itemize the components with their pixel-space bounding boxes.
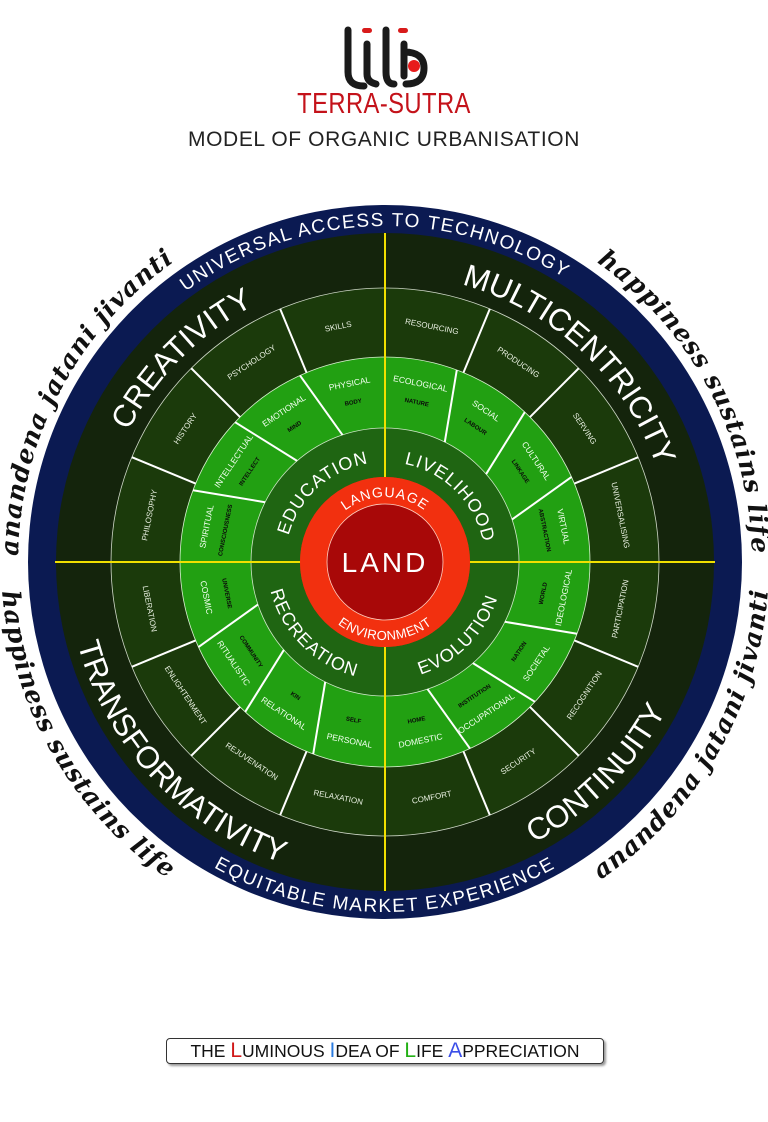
middle-segment-sublabel: BODY	[344, 398, 362, 407]
middle-segment-divider	[299, 374, 344, 436]
middle-segment-divider	[312, 681, 327, 755]
middle-segment-sublabel: WORLD	[539, 581, 549, 605]
footer-fragment: PPRECIATION	[462, 1041, 580, 1061]
outer-segment-divider	[131, 639, 196, 668]
footer-tagline: THE LUMINOUS IDEA OF LIFE APPRECIATION	[166, 1038, 604, 1064]
middle-segment-divider	[234, 421, 298, 462]
middle-segment-sublabel: HOME	[407, 716, 426, 725]
model-subtitle: MODEL OF ORGANIC URBANISATION	[188, 128, 580, 151]
middle-segment-divider	[504, 620, 578, 635]
footer-fragment: L	[230, 1039, 243, 1062]
footer-fragment: UMINOUS	[242, 1041, 330, 1061]
outer-segment-divider	[462, 308, 491, 373]
middle-segment-divider	[244, 649, 285, 713]
footer-fragment: IFE	[416, 1041, 449, 1061]
footer-fragment: DEA OF	[335, 1041, 405, 1061]
brand-title: TERRA-SUTRA	[297, 88, 471, 120]
outer-segment-divider	[131, 456, 196, 485]
lili-logo	[344, 26, 428, 90]
outer-segment-divider	[279, 751, 308, 816]
outer-segment-divider	[190, 367, 241, 418]
middle-segment-sublabel: UNIVERSE	[220, 578, 232, 609]
middle-segment-sublabel: SELF	[345, 716, 362, 725]
footer-fragment: THE	[190, 1041, 231, 1061]
dividers	[55, 233, 715, 891]
footer-fragment: I	[329, 1039, 336, 1062]
core-land-label: LAND	[342, 547, 429, 578]
middle-segment-divider	[443, 369, 458, 443]
footer-fragment: L	[404, 1039, 417, 1062]
middle-segment-divider	[485, 411, 526, 475]
outer-segment-divider	[190, 706, 241, 757]
middle-segment-divider	[426, 688, 471, 750]
middle-segment-sublabel: KIN	[289, 691, 301, 702]
outer-segment-divider	[574, 639, 639, 668]
outer-segment-divider	[279, 308, 308, 373]
middle-segment-divider	[472, 662, 536, 703]
middle-segment-divider	[192, 489, 266, 504]
middle-segment-divider	[197, 603, 259, 648]
outer-segment-divider	[529, 706, 580, 757]
outer-segment-divider	[529, 367, 580, 418]
middle-segment-sublabel: NATURE	[404, 398, 429, 409]
footer-fragment: A	[448, 1039, 463, 1062]
outer-segment-divider	[574, 456, 639, 485]
outer-segment-divider	[462, 751, 491, 816]
middle-segment-divider	[511, 476, 573, 521]
